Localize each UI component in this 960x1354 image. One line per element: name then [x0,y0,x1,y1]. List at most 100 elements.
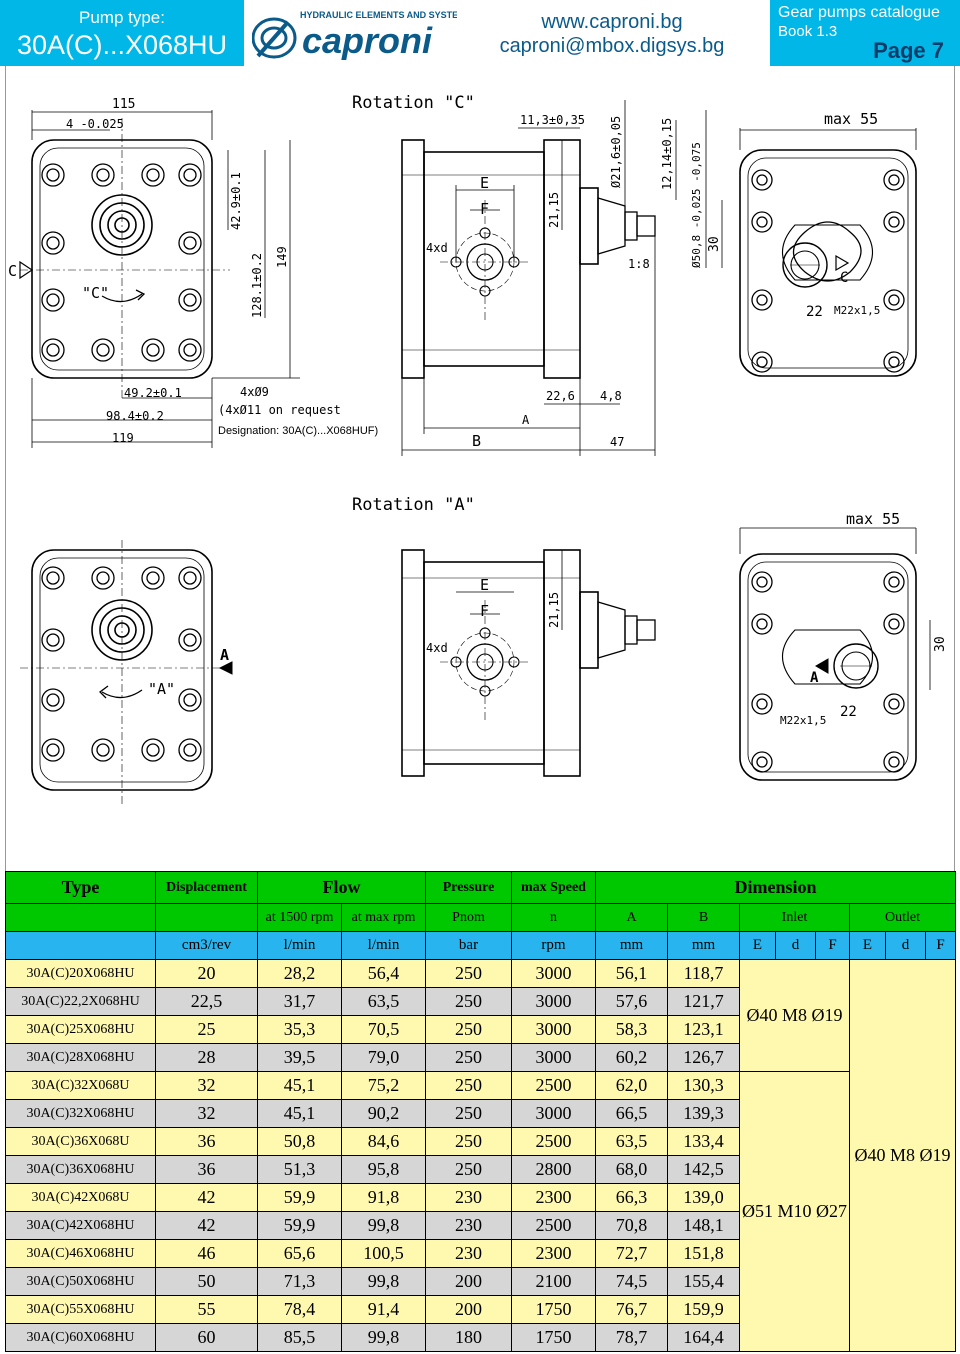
max55-a: max 55 [846,510,900,528]
side-view-a [401,549,656,777]
pump-type-value: 30A(C)...X068HU [16,30,228,60]
cell-disp: 55 [155,1295,258,1324]
rotation-a-title: Rotation "A" [352,495,475,515]
cell-disp: 32 [155,1071,258,1100]
cell-b: 142,5 [667,1155,740,1184]
cell-a: 62,0 [595,1071,668,1100]
technical-drawing: Rotation "C" "C" C [8,93,948,806]
cell-p: 200 [425,1267,512,1296]
cell-qmax: 99,8 [341,1267,426,1296]
dim-4-8: 4,8 [600,389,622,403]
label-e-a: E [480,576,489,594]
cell-disp: 22,5 [155,987,258,1016]
cell-q1500: 31,7 [257,987,342,1016]
hdr-a: A [595,903,668,932]
inlet-e: E [739,931,776,960]
outlet-f: F [924,931,957,960]
cell-b: 123,1 [667,1015,740,1044]
dims-front-c [31,110,300,448]
cell-qmax: 99,8 [341,1211,426,1240]
cell-type: 30A(C)32X068U [5,1071,156,1100]
front-view-c [20,118,230,400]
cell-b: 164,4 [667,1323,740,1352]
cell-disp: 32 [155,1099,258,1128]
hdr-atmax: at max rpm [341,903,426,932]
hdr-pressure: Pressure [425,871,512,904]
rear-view-c [739,128,917,377]
outlet-d: d [885,931,926,960]
cell-a: 66,5 [595,1099,668,1128]
page-header: Pump type: 30A(C)...X068HU HYDRAULIC ELE… [0,0,960,66]
catalogue-title: Gear pumps catalogue [778,4,940,21]
outlet-all: Ø40 M8 Ø19 [848,959,957,1352]
cell-qmax: 91,8 [341,1183,426,1212]
cell-disp: 42 [155,1211,258,1240]
hdr-b: B [667,903,740,932]
cell-b: 139,0 [667,1183,740,1212]
label-f-c: F [480,200,489,218]
cell-type: 30A(C)22,2X068HU [5,987,156,1016]
cell-type: 30A(C)36X068U [5,1127,156,1156]
dim-49-2: 49.2±0.1 [124,386,182,400]
cell-type: 30A(C)60X068HU [5,1323,156,1352]
cell-p: 250 [425,1071,512,1100]
spec-table: Type Displacement Flow Pressure max Spee… [5,871,957,1352]
cell-type: 30A(C)42X068U [5,1183,156,1212]
dim-11-3: 11,3±0,35 [520,113,585,127]
bolt-heads-rear-a [751,571,905,773]
bolt-heads-rear-c [751,169,905,373]
cell-qmax: 63,5 [341,987,426,1016]
cell-p: 250 [425,1099,512,1128]
cell-n: 2500 [511,1127,596,1156]
cell-disp: 60 [155,1323,258,1352]
cell-a: 68,0 [595,1155,668,1184]
port-c-22: 22 [806,304,823,320]
hdr-pnom: Pnom [425,903,512,932]
cell-a: 56,1 [595,959,668,988]
cell-q1500: 59,9 [257,1211,342,1240]
cell-p: 230 [425,1183,512,1212]
header-row-units: cm3/rev l/min l/min bar rpm mm mm E d F … [5,931,957,960]
cell-q1500: 78,4 [257,1295,342,1324]
hdr-at1500: at 1500 rpm [257,903,342,932]
unit-displacement: cm3/rev [155,931,258,960]
cell-n: 2800 [511,1155,596,1184]
cell-n: 2300 [511,1183,596,1212]
dim-149: 149 [275,246,289,268]
cell-a: 70,8 [595,1211,668,1240]
cell-q1500: 65,6 [257,1239,342,1268]
hdr-n: n [511,903,596,932]
dim-128-1: 128.1±0.2 [250,253,264,318]
dim-98-4: 98.4±0.2 [106,409,164,423]
page-number: Page 7 [873,38,944,63]
website-link[interactable]: www.caproni.bg [541,11,683,33]
cell-a: 72,7 [595,1239,668,1268]
logo-name: caproni [302,20,433,60]
unit-speed: rpm [511,931,596,960]
cell-p: 250 [425,1127,512,1156]
cell-type: 30A(C)25X068HU [5,1015,156,1044]
cell-a: 74,5 [595,1267,668,1296]
cell-p: 250 [425,1015,512,1044]
cell-n: 2500 [511,1071,596,1100]
cell-type: 30A(C)28X068HU [5,1043,156,1072]
cell-type: 30A(C)46X068HU [5,1239,156,1268]
cell-a: 63,5 [595,1127,668,1156]
cell-q1500: 50,8 [257,1127,342,1156]
hdr-inlet: Inlet [739,903,850,932]
cell-disp: 25 [155,1015,258,1044]
dim-50-8: Ø50,8 -0,025 -0,075 [690,142,703,268]
cell-disp: 36 [155,1155,258,1184]
logo-tagline: HYDRAULIC ELEMENTS AND SYSTEMS [300,10,457,20]
cell-type: 30A(C)20X068HU [5,959,156,988]
email-link[interactable]: caproni@mbox.digsys.bg [499,35,725,57]
cell-qmax: 75,2 [341,1071,426,1100]
